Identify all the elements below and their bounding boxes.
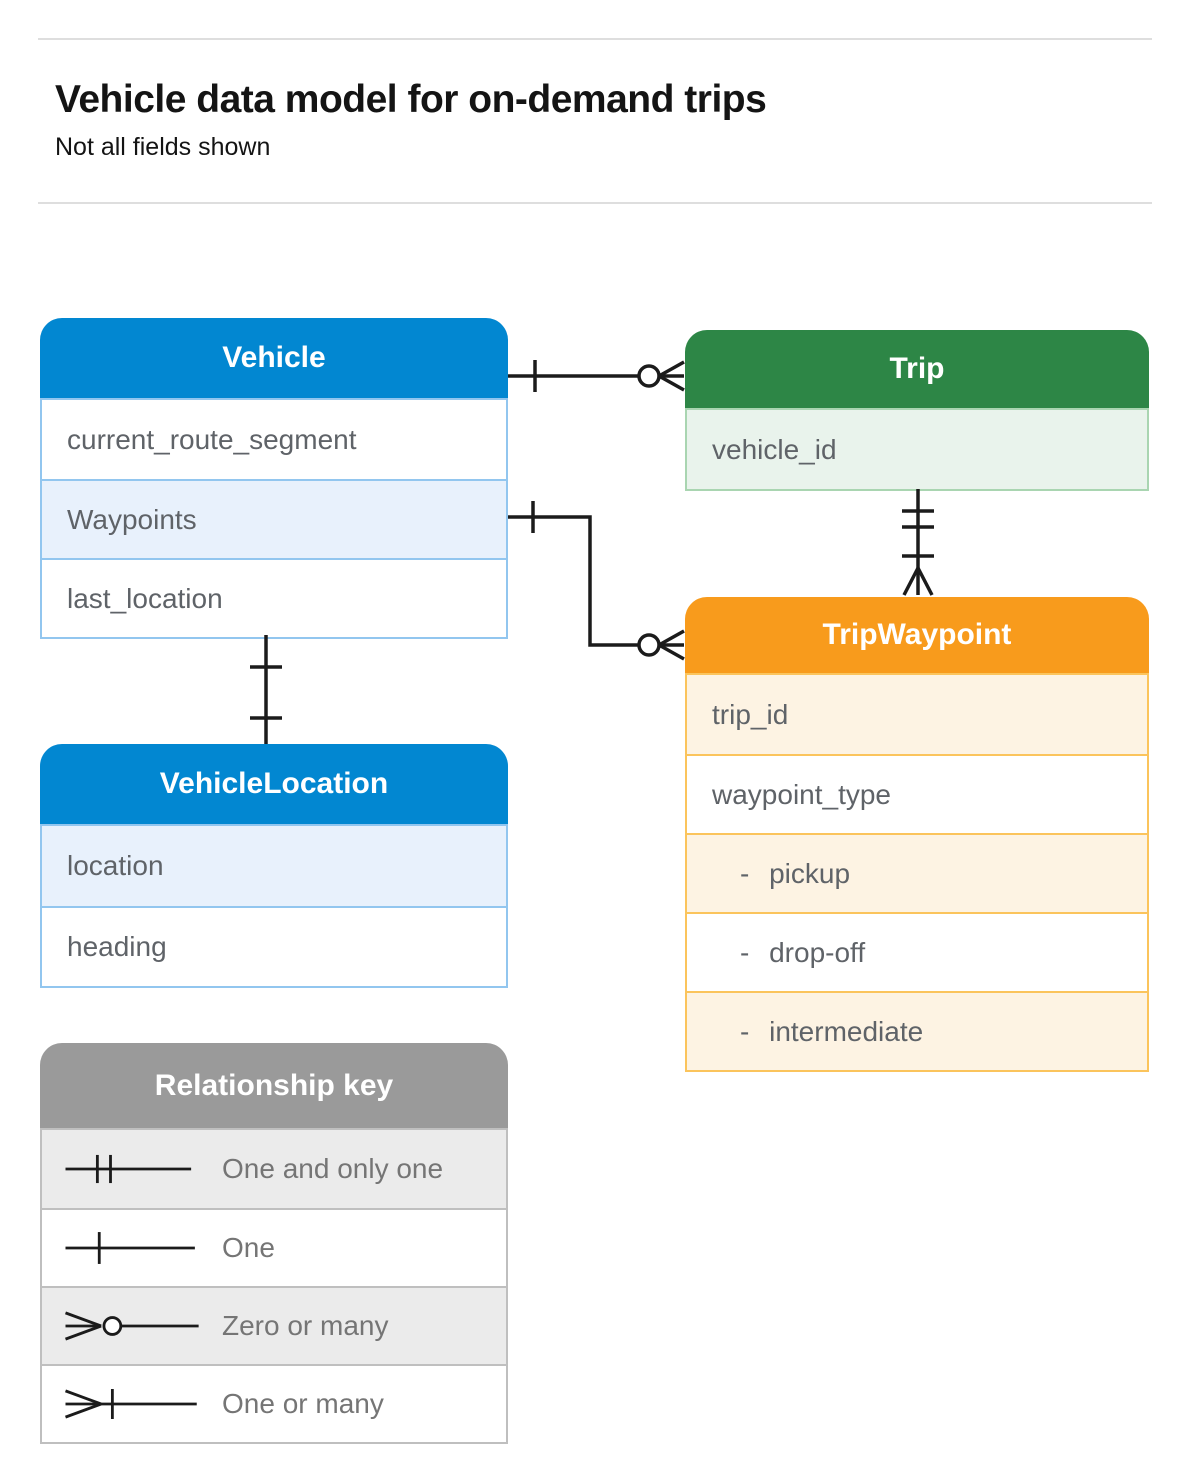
legend-row-one-or-many: One or many: [42, 1364, 506, 1442]
entity-vehicle-fields: current_route_segment Waypoints last_loc…: [40, 398, 508, 639]
legend-label-one-and-only-one: One and only one: [222, 1153, 444, 1184]
entity-vehiclelocation-fields: location heading: [40, 824, 508, 988]
entity-trip-title: Trip: [685, 330, 1149, 408]
field-vehicle-id: vehicle_id: [687, 410, 1147, 489]
entity-vehicle: Vehicle current_route_segment Waypoints …: [40, 318, 508, 639]
top-divider: [38, 38, 1152, 40]
entity-tripwaypoint: TripWaypoint trip_id waypoint_type - pic…: [685, 597, 1149, 1072]
legend-label-zero-or-many: Zero or many: [222, 1310, 389, 1341]
entity-tripwaypoint-title: TripWaypoint: [685, 597, 1149, 673]
zero-or-many-icon: [65, 1311, 199, 1341]
one-and-only-one-icon: [65, 1154, 192, 1184]
legend-label-one-or-many: One or many: [222, 1388, 384, 1419]
field-last-location: last_location: [42, 558, 506, 637]
legend-row-one: One: [42, 1208, 506, 1286]
legend-relationship-key: Relationship key One and only one One: [40, 1043, 508, 1444]
entity-vehicle-title: Vehicle: [40, 318, 508, 398]
field-current-route-segment: current_route_segment: [42, 400, 506, 479]
field-waypoint-type: waypoint_type: [687, 754, 1147, 833]
one-icon: [65, 1232, 195, 1264]
legend-title: Relationship key: [40, 1043, 508, 1128]
one-or-many-icon: [65, 1389, 197, 1419]
field-waypoint-type-pickup: - pickup: [687, 833, 1147, 912]
connector-vehicle-vehiclelocation: [250, 635, 282, 744]
field-location: location: [42, 826, 506, 906]
entity-trip-fields: vehicle_id: [685, 408, 1149, 491]
connector-trip-tripwaypoint: [902, 489, 934, 596]
field-waypoint-type-intermediate: - intermediate: [687, 991, 1147, 1070]
legend-label-one: One: [222, 1232, 275, 1263]
page-subtitle: Not all fields shown: [55, 133, 271, 161]
connector-vehicle-trip: [508, 360, 685, 392]
entity-vehiclelocation: VehicleLocation location heading: [40, 744, 508, 988]
legend-row-one-and-only-one: One and only one: [42, 1130, 506, 1208]
field-trip-id: trip_id: [687, 675, 1147, 754]
connector-waypoints-tripwaypoint: [508, 501, 685, 661]
entity-tripwaypoint-fields: trip_id waypoint_type - pickup - drop-of…: [685, 673, 1149, 1072]
field-waypoint-type-drop-off: - drop-off: [687, 912, 1147, 991]
entity-trip: Trip vehicle_id: [685, 330, 1149, 491]
entity-vehiclelocation-title: VehicleLocation: [40, 744, 508, 824]
legend-row-zero-or-many: Zero or many: [42, 1286, 506, 1364]
page-title: Vehicle data model for on-demand trips: [55, 78, 767, 121]
field-waypoints: Waypoints: [42, 479, 506, 558]
field-heading: heading: [42, 906, 506, 986]
header-divider: [38, 202, 1152, 204]
legend-rows: One and only one One Zero or many: [40, 1128, 508, 1444]
